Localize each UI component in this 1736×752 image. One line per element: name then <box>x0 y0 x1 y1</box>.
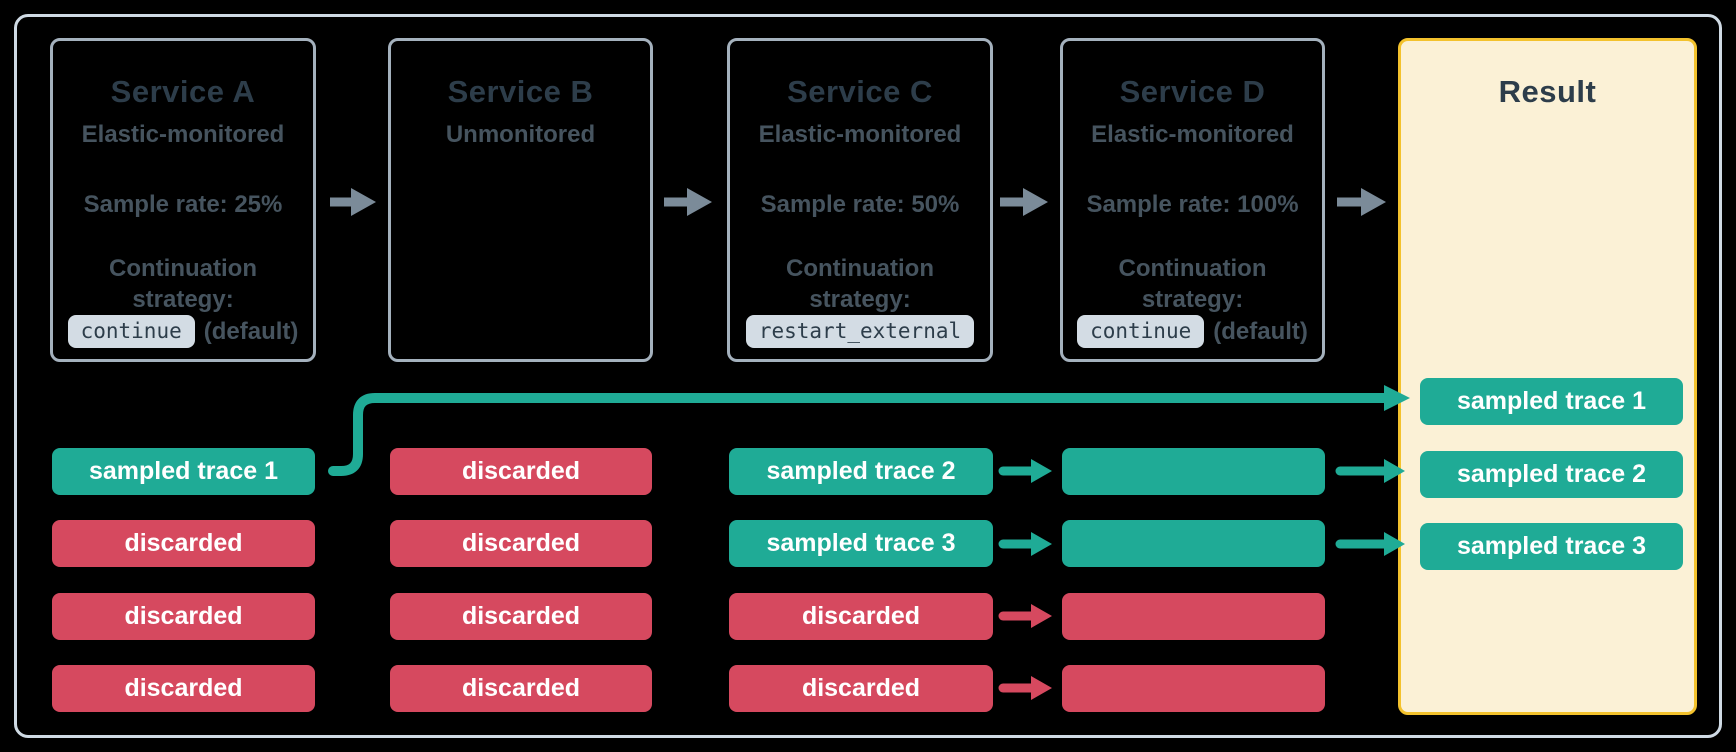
service-d-box: Service D Elastic-monitored Sample rate:… <box>1060 38 1325 362</box>
service-a-trace-bar: discarded <box>52 665 315 712</box>
service-b-trace-bar: discarded <box>390 520 652 567</box>
service-a-strategy-badge: continue <box>67 315 195 348</box>
service-d-sample-rate: Sample rate: 100% <box>1086 191 1299 218</box>
service-c-sample-rate: Sample rate: 50% <box>760 191 960 218</box>
service-c-trace-bar: discarded <box>729 593 993 640</box>
service-a-strategy-default-note: (default) <box>203 317 299 345</box>
service-c-trace-bar: discarded <box>729 665 993 712</box>
service-d-trace-bar <box>1062 520 1325 567</box>
service-d-strategy-row: continue (default) <box>1063 315 1322 348</box>
result-trace-bar: sampled trace 2 <box>1420 451 1683 498</box>
service-a-continuation-label: Continuation strategy: <box>109 255 257 313</box>
service-c-title: Service C <box>787 74 933 109</box>
service-b-title: Service B <box>447 74 594 109</box>
service-c-continuation-label: Continuation strategy: <box>786 255 934 313</box>
service-a-strategy-row: continue (default) <box>53 315 313 348</box>
service-d-trace-bar <box>1062 665 1325 712</box>
service-b-trace-bar: discarded <box>390 448 652 495</box>
service-c-strategy-row: restart_external <box>730 315 990 348</box>
service-a-subtitle: Elastic-monitored <box>81 121 285 148</box>
service-d-continuation-label: Continuation strategy: <box>1118 255 1267 313</box>
service-b-trace-bar: discarded <box>390 665 652 712</box>
service-d-trace-bar <box>1062 448 1325 495</box>
service-d-subtitle: Elastic-monitored <box>1091 121 1294 148</box>
service-a-trace-bar: discarded <box>52 593 315 640</box>
result-trace-bar: sampled trace 3 <box>1420 523 1683 570</box>
service-a-title: Service A <box>110 74 256 109</box>
service-a-box: Service A Elastic-monitored Sample rate:… <box>50 38 316 362</box>
service-c-trace-bar: sampled trace 2 <box>729 448 993 495</box>
service-d-strategy-badge: continue <box>1077 315 1205 348</box>
diagram-outer-frame <box>14 14 1722 738</box>
result-box: Result sampled trace 1 sampled trace 2 s… <box>1398 38 1697 715</box>
service-d-title: Service D <box>1119 74 1266 109</box>
result-trace-bar: sampled trace 1 <box>1420 378 1683 425</box>
service-c-strategy-badge: restart_external <box>745 315 975 348</box>
service-c-subtitle: Elastic-monitored <box>758 121 962 148</box>
service-a-sample-rate: Sample rate: 25% <box>83 191 283 218</box>
service-b-subtitle: Unmonitored <box>445 121 596 148</box>
service-a-trace-bar: sampled trace 1 <box>52 448 315 495</box>
result-title: Result <box>1498 74 1597 109</box>
service-d-trace-bar <box>1062 593 1325 640</box>
service-a-trace-bar: discarded <box>52 520 315 567</box>
service-d-strategy-default-note: (default) <box>1213 317 1308 345</box>
service-c-trace-bar: sampled trace 3 <box>729 520 993 567</box>
service-b-box: Service B Unmonitored <box>388 38 653 362</box>
service-c-box: Service C Elastic-monitored Sample rate:… <box>727 38 993 362</box>
service-b-trace-bar: discarded <box>390 593 652 640</box>
